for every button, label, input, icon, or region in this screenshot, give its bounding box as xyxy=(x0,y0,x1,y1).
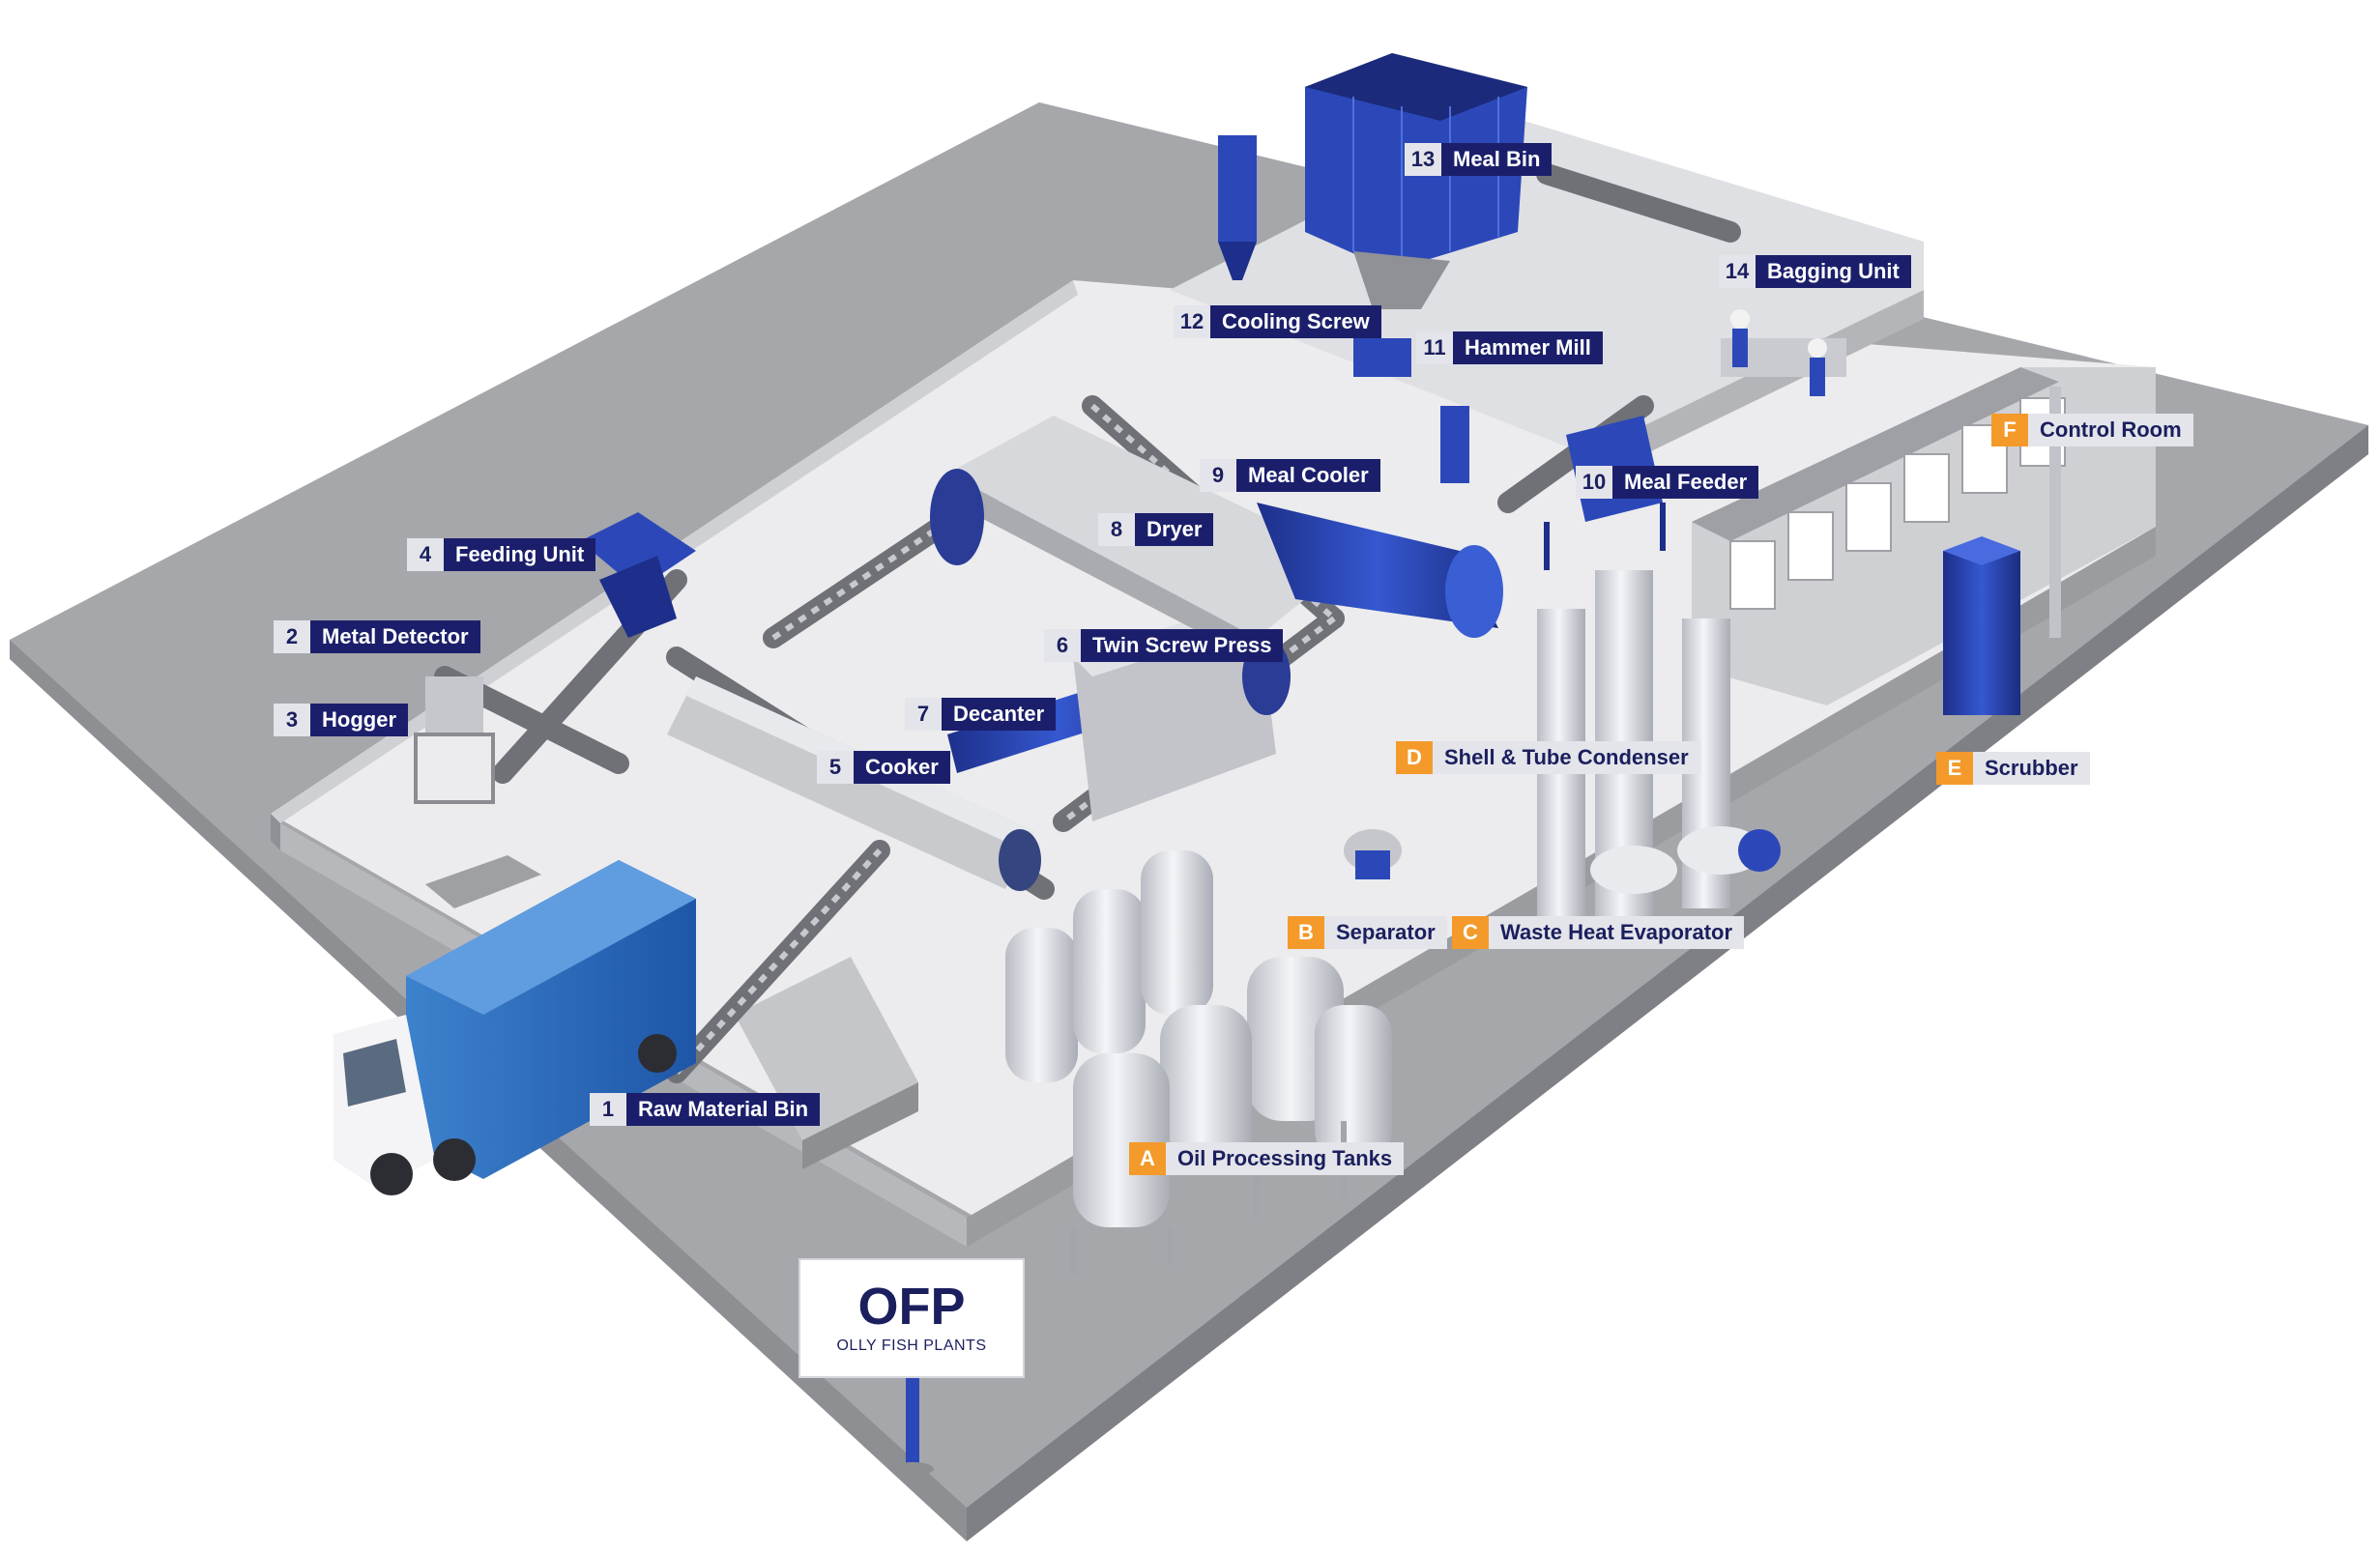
label-text: Hammer Mill xyxy=(1453,331,1603,364)
oil-processing-tanks xyxy=(1005,850,1392,1276)
label-letter: A xyxy=(1129,1142,1166,1175)
bagging-unit xyxy=(1721,309,1846,396)
label-text: Meal Feeder xyxy=(1612,466,1759,499)
label-letter: C xyxy=(1452,916,1489,949)
label-letter: F xyxy=(1991,414,2028,446)
sign-title: OFP xyxy=(857,1278,966,1336)
label-number: 10 xyxy=(1576,466,1612,499)
label-text: Cooker xyxy=(854,751,950,784)
label-letter: B xyxy=(1288,916,1324,949)
label-text: Oil Processing Tanks xyxy=(1166,1142,1405,1175)
label-text: Separator xyxy=(1324,916,1447,949)
label-text: Scrubber xyxy=(1973,752,2090,785)
label-number: 1 xyxy=(590,1093,626,1126)
label-number: 12 xyxy=(1174,305,1210,338)
company-sign: OFP OLLY FISH PLANTS xyxy=(798,1258,1025,1378)
label-number: 7 xyxy=(905,698,942,731)
label-number: 14 xyxy=(1719,255,1756,288)
sign-post xyxy=(906,1377,919,1470)
label-number: 6 xyxy=(1044,629,1081,662)
label-number: 11 xyxy=(1416,331,1453,364)
hammer-mill xyxy=(1218,135,1469,483)
hogger xyxy=(414,676,495,804)
sign-subtitle: OLLY FISH PLANTS xyxy=(836,1337,987,1354)
label-text: Waste Heat Evaporator xyxy=(1489,916,1745,949)
label-number: 4 xyxy=(407,538,444,571)
separator xyxy=(1344,829,1402,879)
label-number: 13 xyxy=(1405,143,1441,176)
label-number: 5 xyxy=(817,751,854,784)
label-number: 2 xyxy=(274,620,310,653)
scrubber xyxy=(1943,387,2061,715)
label-text: Cooling Screw xyxy=(1210,305,1381,338)
label-number: 9 xyxy=(1200,459,1236,492)
label-text: Feeding Unit xyxy=(444,538,596,571)
label-letter: D xyxy=(1396,741,1433,774)
label-text: Shell & Tube Condenser xyxy=(1433,741,1700,774)
label-text: Control Room xyxy=(2028,414,2193,446)
label-text: Decanter xyxy=(942,698,1057,731)
label-text: Metal Detector xyxy=(310,620,480,653)
meal-cooler xyxy=(1257,503,1503,638)
label-text: Hogger xyxy=(310,704,408,736)
label-text: Dryer xyxy=(1135,513,1214,546)
label-number: 3 xyxy=(274,704,310,736)
label-text: Meal Cooler xyxy=(1236,459,1380,492)
label-text: Raw Material Bin xyxy=(626,1093,821,1126)
label-number: 8 xyxy=(1098,513,1135,546)
label-letter: E xyxy=(1936,752,1973,785)
label-text: Bagging Unit xyxy=(1756,255,1911,288)
label-text: Twin Screw Press xyxy=(1081,629,1284,662)
label-text: Meal Bin xyxy=(1441,143,1553,176)
feeding-unit xyxy=(580,512,696,638)
